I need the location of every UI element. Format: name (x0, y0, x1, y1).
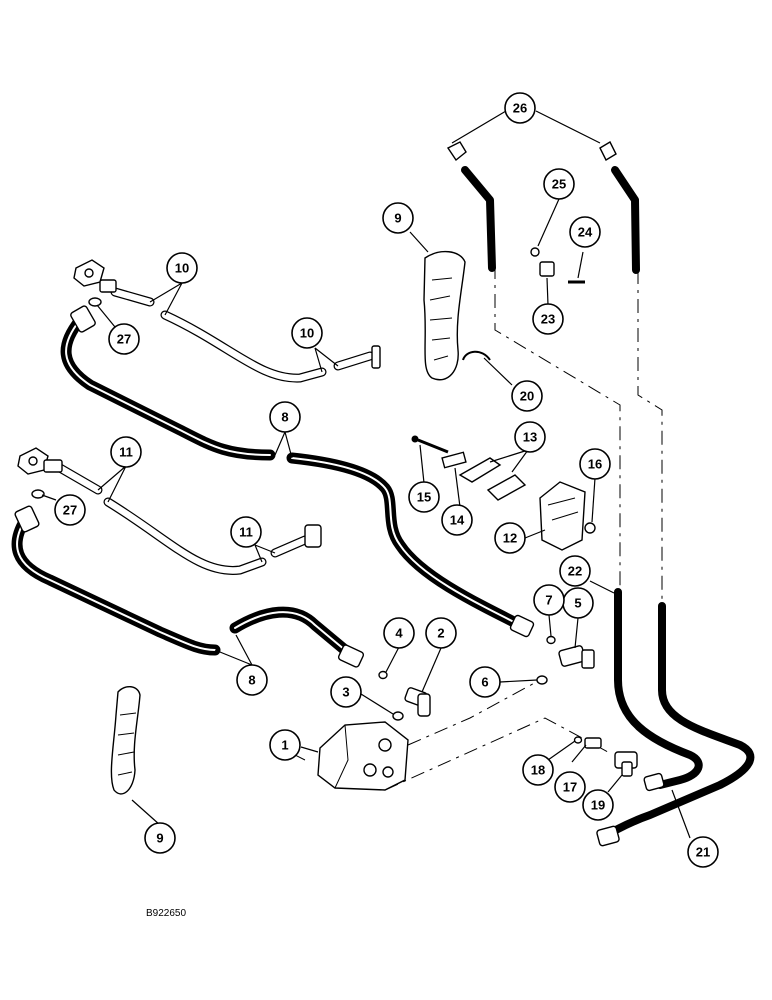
svg-text:27: 27 (63, 503, 77, 518)
callout-9-upper: 9 (382, 202, 414, 234)
svg-text:21: 21 (696, 845, 710, 860)
svg-text:10: 10 (300, 326, 314, 341)
nut-16 (584, 522, 596, 534)
svg-text:8: 8 (281, 410, 288, 425)
fitting-5b (581, 649, 595, 669)
clamp-13a (458, 457, 502, 483)
control-valve-1 (317, 721, 409, 791)
hose-26 (446, 141, 640, 274)
svg-text:12: 12 (503, 531, 517, 546)
callout-12: 12 (494, 522, 526, 554)
bracket-12 (539, 481, 586, 551)
svg-text:16: 16 (588, 457, 602, 472)
svg-text:22: 22 (568, 564, 582, 579)
elbow-fitting-2b (417, 693, 431, 717)
figure-code: B922650 (146, 908, 186, 919)
hose-upper-8 (60, 305, 535, 638)
svg-text:19: 19 (591, 798, 605, 813)
callout-6: 6 (469, 666, 501, 698)
o-ring-4 (378, 670, 388, 680)
callout-7: 7 (533, 584, 565, 616)
callout-16: 16 (579, 448, 611, 480)
fittings (378, 635, 638, 777)
svg-text:18: 18 (531, 763, 545, 778)
sleeve-9-upper (423, 251, 466, 381)
svg-text:2: 2 (437, 626, 444, 641)
callout-11-lower: 11 (230, 516, 262, 548)
callout-24: 24 (569, 216, 601, 248)
callout-17: 17 (554, 771, 586, 803)
callout-4: 4 (383, 617, 415, 649)
svg-text:14: 14 (450, 513, 465, 528)
svg-text:9: 9 (156, 831, 163, 846)
clip-23 (539, 261, 555, 277)
callout-3: 3 (330, 676, 362, 708)
plate-14 (441, 451, 467, 469)
o-ring-27a (88, 297, 102, 307)
callout-9-lower: 9 (144, 822, 176, 854)
callout-8-lower: 8 (236, 664, 268, 696)
callout-15: 15 (408, 481, 440, 513)
hose-lower-8 (11, 505, 365, 668)
callout-11-upper: 11 (110, 436, 142, 468)
callout-20: 20 (511, 380, 543, 412)
callout-27-lower: 27 (54, 494, 86, 526)
callout-2: 2 (425, 617, 457, 649)
o-ring-3 (392, 711, 404, 721)
callout-22: 22 (559, 555, 591, 587)
clamp-assembly (411, 435, 596, 551)
callout-13: 13 (514, 421, 546, 453)
callout-27-upper: 27 (108, 323, 140, 355)
tube-10 (73, 259, 381, 383)
callout-5: 5 (562, 587, 594, 619)
small-parts (31, 247, 585, 499)
o-ring-27b (31, 489, 45, 499)
svg-text:1: 1 (281, 738, 288, 753)
leader-lines (41, 110, 691, 839)
o-ring-7 (546, 635, 556, 645)
nut-25 (530, 247, 540, 257)
svg-text:8: 8 (248, 673, 255, 688)
svg-text:11: 11 (239, 525, 253, 540)
svg-text:26: 26 (513, 101, 527, 116)
bolt-15 (417, 438, 449, 454)
svg-text:5: 5 (574, 596, 581, 611)
clamp-13b (486, 474, 527, 501)
svg-text:25: 25 (552, 177, 566, 192)
svg-text:9: 9 (394, 211, 401, 226)
tube-11 (17, 447, 322, 575)
o-ring-18 (573, 736, 583, 744)
clip-20 (462, 350, 491, 361)
svg-text:20: 20 (520, 389, 534, 404)
callout-26: 26 (504, 92, 536, 124)
svg-text:4: 4 (395, 626, 403, 641)
svg-text:23: 23 (541, 312, 555, 327)
svg-text:11: 11 (119, 445, 133, 460)
callout-18: 18 (522, 754, 554, 786)
svg-text:6: 6 (481, 675, 488, 690)
callout-14: 14 (441, 504, 473, 536)
svg-text:7: 7 (545, 593, 552, 608)
callout-25: 25 (543, 168, 575, 200)
callout-1: 1 (269, 729, 301, 761)
svg-text:10: 10 (175, 261, 189, 276)
callout-10-upper: 10 (166, 252, 198, 284)
svg-text:27: 27 (117, 332, 131, 347)
svg-text:17: 17 (563, 780, 577, 795)
callout-19: 19 (582, 789, 614, 821)
fitting-17 (584, 737, 602, 749)
svg-text:13: 13 (523, 430, 537, 445)
callout-23: 23 (532, 303, 564, 335)
svg-text:24: 24 (578, 225, 593, 240)
o-ring-6 (536, 675, 548, 685)
callout-21: 21 (687, 836, 719, 868)
sleeve-9-lower (110, 686, 141, 795)
callout-10-lower: 10 (291, 317, 323, 349)
hose-21-22 (596, 588, 755, 847)
callout-8-upper: 8 (269, 401, 301, 433)
svg-text:15: 15 (417, 490, 431, 505)
svg-text:3: 3 (342, 685, 349, 700)
